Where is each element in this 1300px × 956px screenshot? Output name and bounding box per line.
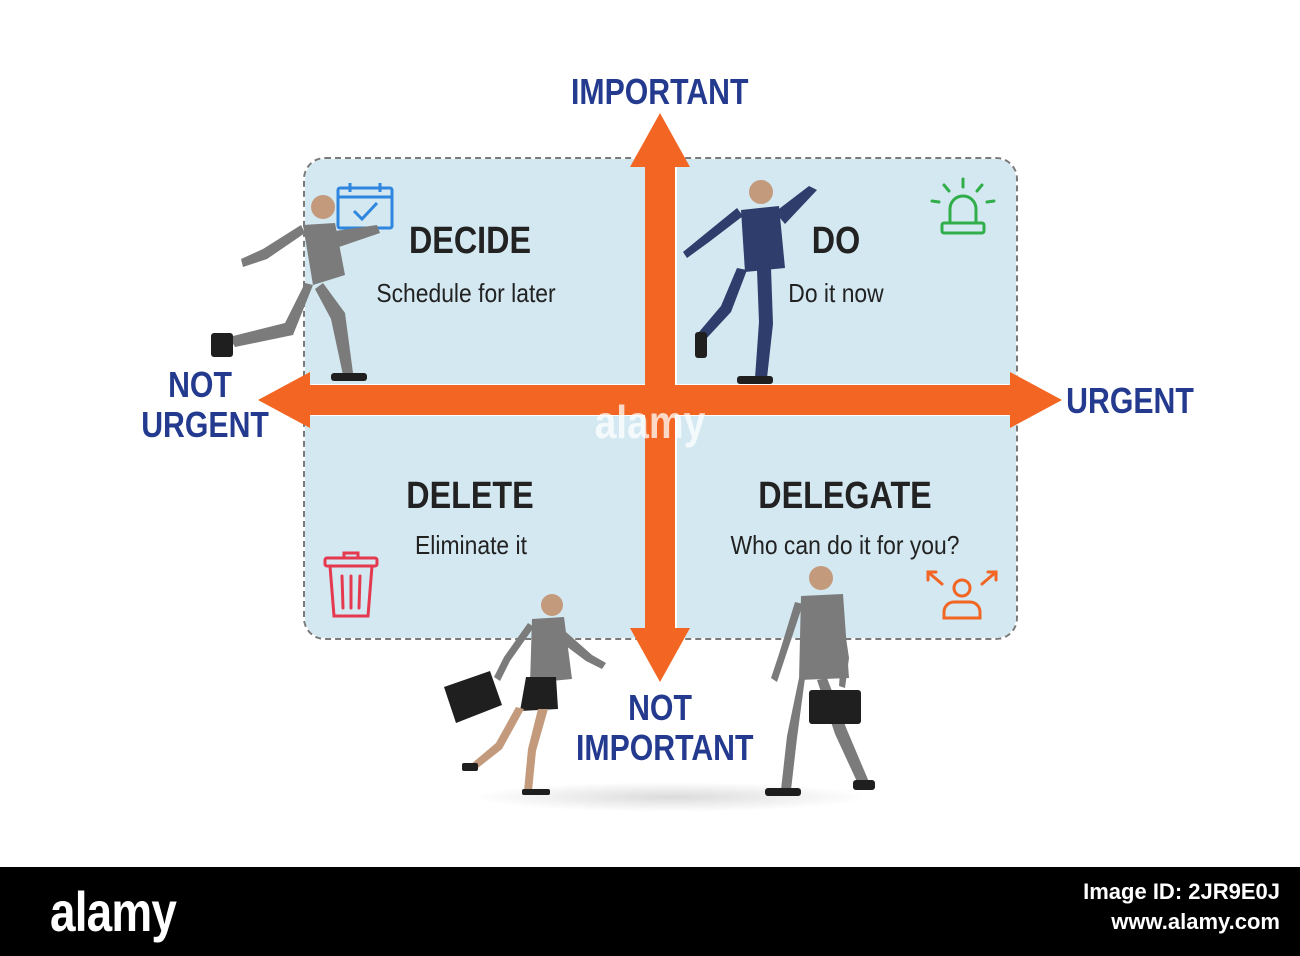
quadrant-delete bbox=[305, 416, 645, 638]
watermark: alamy bbox=[594, 396, 706, 448]
left-arrowhead bbox=[258, 372, 310, 428]
matrix-frame bbox=[303, 157, 1018, 640]
ground-shadow bbox=[470, 782, 870, 812]
axis-label-important: IMPORTANT bbox=[571, 71, 749, 112]
footer-logo: alamy bbox=[50, 880, 177, 943]
do-subtitle: Do it now bbox=[788, 278, 884, 308]
axis-label-not-urgent-line1: NOT bbox=[168, 364, 232, 405]
person-arrows-icon bbox=[926, 570, 998, 620]
footer-image-id: Image ID: 2JR9E0J www.alamy.com bbox=[1083, 877, 1280, 937]
right-arrowhead bbox=[1010, 372, 1062, 428]
delete-subtitle: Eliminate it bbox=[415, 530, 527, 560]
celebrating-businessman-figure bbox=[683, 180, 817, 384]
footer-url: www.alamy.com bbox=[1111, 909, 1280, 934]
axis-label-not-important: NOT IMPORTANT bbox=[576, 687, 754, 768]
trash-icon bbox=[323, 551, 379, 618]
decide-subtitle: Schedule for later bbox=[376, 278, 556, 308]
footer-bar: alamy Image ID: 2JR9E0J www.alamy.com bbox=[0, 867, 1300, 956]
axis-label-not-important-line1: NOT bbox=[628, 687, 692, 728]
do-title: DO bbox=[811, 220, 861, 262]
axis-label-not-urgent-line2: URGENT bbox=[141, 404, 269, 445]
axis-label-not-urgent: NOT URGENT bbox=[141, 364, 269, 445]
decide-title: DECIDE bbox=[408, 220, 532, 262]
delegate-subtitle: Who can do it for you? bbox=[730, 530, 960, 560]
axis-label-urgent: URGENT bbox=[1066, 380, 1194, 421]
calendar-check-icon bbox=[336, 183, 394, 230]
footer-image-id-line: Image ID: 2JR9E0J bbox=[1083, 879, 1280, 904]
running-businessman-figure bbox=[211, 195, 380, 381]
down-arrowhead bbox=[630, 628, 690, 682]
siren-icon bbox=[930, 177, 996, 235]
horizontal-axis-shaft bbox=[305, 385, 1015, 415]
delete-title: DELETE bbox=[406, 475, 534, 517]
up-arrowhead bbox=[630, 113, 690, 167]
walking-businesswoman-figure bbox=[444, 594, 606, 795]
walking-businessman-figure bbox=[765, 566, 875, 796]
axis-label-not-important-line2: IMPORTANT bbox=[576, 727, 754, 768]
delegate-title: DELEGATE bbox=[758, 475, 932, 517]
